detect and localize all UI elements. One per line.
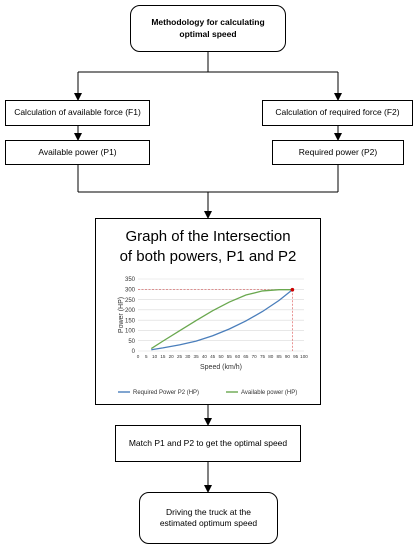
y-axis-title: Power (HP) <box>118 297 125 333</box>
x-tick-label: 100 <box>300 354 308 359</box>
required-power-box: Required power (P2) <box>272 140 404 165</box>
x-tick-label: 80 <box>268 354 274 359</box>
calc-available-force-label: Calculation of available force (F1) <box>14 107 141 118</box>
x-tick-label: 15 <box>160 354 166 359</box>
x-tick-label: 65 <box>243 354 249 359</box>
graph-title-line-1: Graph of the Intersection <box>125 228 291 245</box>
x-tick-label: 45 <box>210 354 216 359</box>
x-tick-label: 85 <box>277 354 283 359</box>
intersection-point <box>290 287 295 292</box>
y-tick-label: 0 <box>132 349 136 355</box>
x-axis-title: Speed (km/h) <box>200 364 242 371</box>
x-tick-label: 95 <box>293 354 299 359</box>
calc-required-force-label: Calculation of required force (F2) <box>275 107 400 118</box>
y-tick-label: 50 <box>128 339 135 345</box>
calc-required-force-box: Calculation of required force (F2) <box>262 100 413 126</box>
x-tick-label: 50 <box>218 354 224 359</box>
x-tick-label: 75 <box>260 354 266 359</box>
x-tick-label: 55 <box>227 354 233 359</box>
match-box: Match P1 and P2 to get the optimal speed <box>115 425 301 462</box>
x-tick-label: 70 <box>252 354 258 359</box>
legend-label-2: Available power (HP) <box>241 390 297 396</box>
x-tick-label: 60 <box>235 354 241 359</box>
series-line-1 <box>151 289 293 351</box>
end-node: Driving the truck at the estimated optim… <box>139 492 278 544</box>
y-tick-label: 350 <box>125 277 136 283</box>
x-tick-label: 35 <box>194 354 200 359</box>
required-power-label: Required power (P2) <box>298 146 378 157</box>
x-tick-label: 0 <box>137 354 140 359</box>
calc-available-force-box: Calculation of available force (F1) <box>5 100 150 126</box>
x-tick-label: 40 <box>202 354 208 359</box>
start-node: Methodology for calculating optimal spee… <box>130 5 286 52</box>
y-tick-label: 300 <box>125 287 136 293</box>
y-tick-label: 150 <box>125 318 136 324</box>
end-line-1: Driving the truck at the <box>165 506 252 517</box>
x-tick-label: 5 <box>145 354 148 359</box>
x-tick-label: 90 <box>285 354 291 359</box>
available-power-label: Available power (P1) <box>38 146 117 157</box>
legend-label-1: Required Power P2 (HP) <box>133 390 199 396</box>
graph-title-line-2: of both powers, P1 and P2 <box>119 248 297 266</box>
start-line-1: Methodology for calculating <box>151 17 265 28</box>
series-line-2 <box>150 289 293 350</box>
y-tick-label: 100 <box>125 329 136 335</box>
x-tick-label: 30 <box>185 354 191 359</box>
x-tick-label: 20 <box>169 354 175 359</box>
y-tick-label: 200 <box>125 308 136 314</box>
graph-box: Graph of the Intersection of both powers… <box>95 218 321 405</box>
end-line-2: estimated optimum speed <box>159 518 258 528</box>
match-label: Match P1 and P2 to get the optimal speed <box>128 437 288 448</box>
graph-title: Graph of the Intersection of both powers… <box>96 227 320 268</box>
start-line-2: optimal speed <box>179 28 237 39</box>
y-tick-label: 250 <box>125 298 136 304</box>
x-tick-label: 25 <box>177 354 183 359</box>
x-tick-label: 10 <box>152 354 158 359</box>
available-power-box: Available power (P1) <box>5 140 150 165</box>
